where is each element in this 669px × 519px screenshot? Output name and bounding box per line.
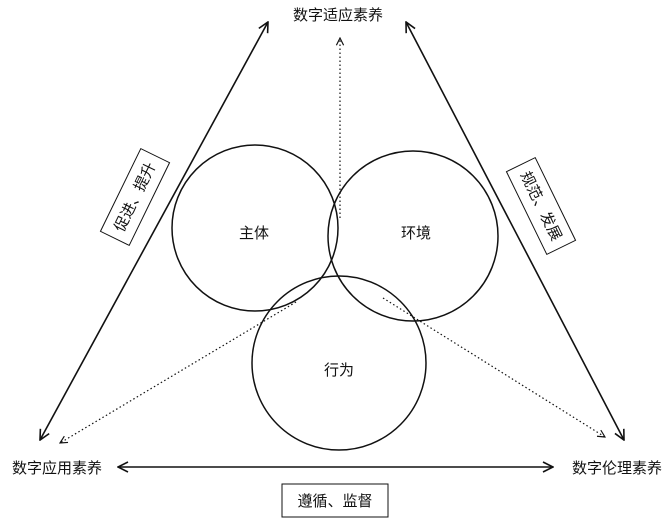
left-edge-arrow: [40, 22, 268, 440]
behavior-circle: [251, 275, 427, 451]
behavior-label: 行为: [324, 361, 354, 379]
dotted-arrow-to-right: [382, 297, 605, 437]
top-node-label: 数字适应素养: [293, 6, 383, 24]
bottom-edge-relation-box: 遵循、监督: [281, 483, 389, 518]
right-edge-relation-box: 规范、发展: [505, 156, 577, 256]
right-node-label: 数字伦理素养: [572, 459, 662, 477]
right-edge-arrow: [406, 22, 624, 440]
subject-label: 主体: [239, 224, 269, 242]
environment-circle: [327, 150, 499, 322]
subject-circle: [171, 144, 339, 312]
left-node-label: 数字应用素养: [12, 459, 102, 477]
bottom-edge-relation-label: 遵循、监督: [297, 492, 372, 510]
dotted-arrow-to-left: [60, 301, 297, 443]
left-edge-relation-box: 促进、提升: [99, 147, 171, 247]
environment-label: 环境: [401, 224, 431, 242]
